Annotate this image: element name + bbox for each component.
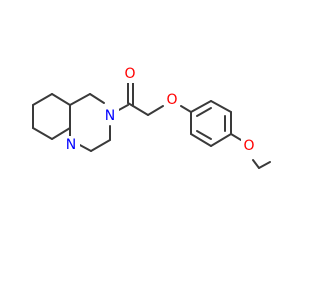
structure-diagram: O N N O O (32, 65, 271, 169)
bond (51, 127, 71, 140)
bond (180, 105, 192, 113)
bond (210, 100, 232, 113)
bond (69, 93, 91, 106)
bond (196, 107, 212, 117)
atom-label: N (105, 108, 115, 124)
atom-O-methoxy: O (241, 137, 257, 155)
bond (258, 161, 271, 169)
atom-O-carbonyl: O (122, 65, 138, 83)
bond (147, 105, 164, 116)
bond (77, 143, 92, 152)
atom-label: O (166, 92, 177, 108)
bond (210, 133, 232, 147)
bond (190, 100, 212, 113)
atom-O-ether: O (164, 91, 180, 109)
atom-label: N (66, 137, 76, 153)
atom-label: O (124, 66, 135, 82)
bond (252, 159, 260, 169)
atom-N-bridge: N (62, 136, 80, 154)
bond (196, 130, 212, 140)
atom-N-ring: N (101, 107, 119, 125)
bond (127, 102, 149, 116)
bond (190, 133, 212, 147)
bond (90, 139, 111, 152)
atom-label: O (243, 138, 254, 154)
bond (32, 93, 53, 106)
bond (230, 133, 242, 141)
molecule-canvas: O N N O O (32, 65, 271, 169)
bond (32, 127, 53, 140)
bond (51, 93, 71, 106)
bond (89, 93, 105, 104)
